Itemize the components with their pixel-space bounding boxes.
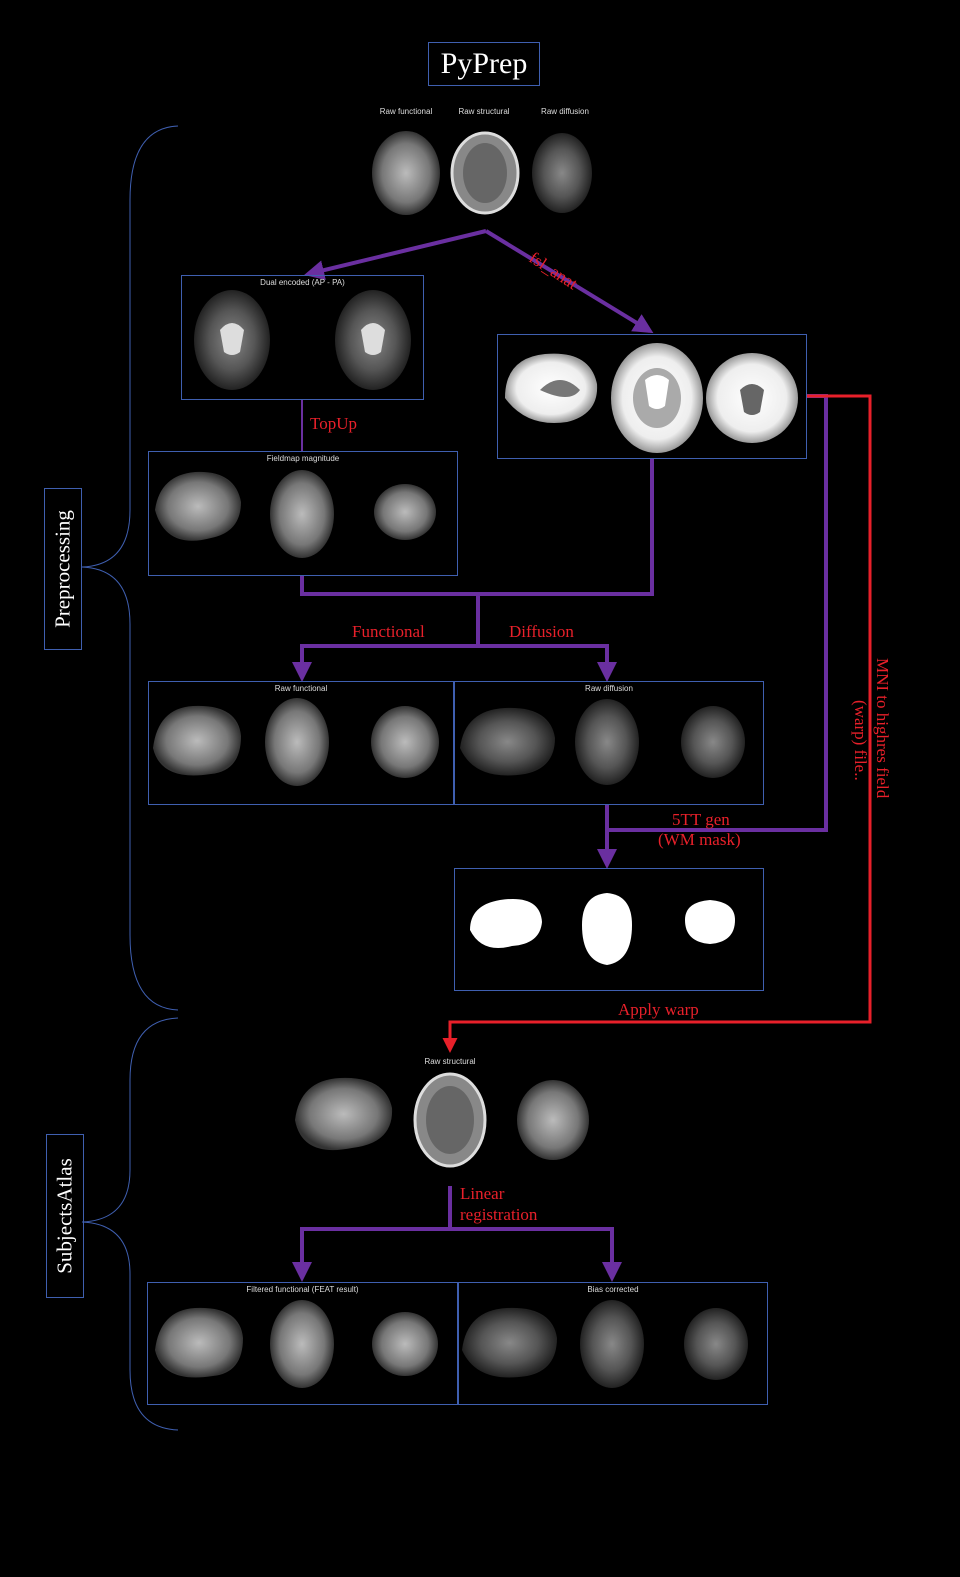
- preprocessing-brace: [81, 125, 179, 1011]
- edge-label-5tt-line1: 5TT gen: [672, 810, 730, 829]
- raw-structural-images: [295, 1072, 589, 1168]
- edge-label-diffusion: Diffusion: [509, 622, 574, 641]
- wm-mask-images: [470, 893, 735, 965]
- edge-label-mni-line2: (warp) file..: [851, 700, 870, 781]
- panel-raw-structural-caption: Raw structural: [424, 1057, 476, 1066]
- panel-raw-diffusion: Raw diffusion: [454, 681, 764, 805]
- panel-fslanat: [497, 334, 807, 459]
- edge-label-topup: TopUp: [310, 414, 357, 433]
- arrow-raw-to-dual: [304, 229, 487, 280]
- edge-label-linear-line1: Linear: [460, 1184, 505, 1203]
- panel-dual-encoded-caption: Dual encoded (AP - PA): [260, 278, 345, 287]
- dual-encoded-images: [194, 290, 411, 390]
- subjectsatlas-brace: [81, 1017, 179, 1431]
- panel-raw-diffusion-caption: Raw diffusion: [585, 684, 633, 693]
- edge-label-mni-line1: MNI to highres field: [873, 658, 892, 799]
- edge-label-functional: Functional: [352, 622, 425, 641]
- edge-label-apply-warp: Apply warp: [618, 1000, 699, 1019]
- arrow-to-filtered: [292, 1227, 450, 1282]
- panel-raw-functional-caption: Raw functional: [274, 684, 328, 693]
- arrow-to-functional: [292, 644, 478, 682]
- panel-bias-corrected-caption: Bias corrected: [587, 1285, 639, 1294]
- raw-diffusion-caption: Raw diffusion: [541, 107, 589, 116]
- fslanat-images: [505, 343, 798, 453]
- page-title: PyPrep: [428, 42, 540, 86]
- bias-corrected-images: [462, 1300, 748, 1388]
- section-preprocessing: Preprocessing: [44, 488, 82, 650]
- panel-raw-structural: Raw structural: [290, 1054, 610, 1169]
- arrow-to-bias: [450, 1227, 622, 1282]
- edge-fieldmap-join: [300, 576, 478, 596]
- panel-dual-encoded: Dual encoded (AP - PA): [181, 275, 424, 400]
- raw-diffusion-images: [460, 699, 745, 785]
- filtered-functional-images: [155, 1300, 438, 1388]
- edge-label-linear-line2: registration: [460, 1205, 538, 1224]
- arrow-to-diffusion: [478, 644, 617, 682]
- raw-functional-images: [153, 698, 439, 786]
- edge-fslanat-join: [478, 459, 654, 596]
- edge-label-5tt-line2: (WM mask): [658, 830, 741, 849]
- panel-filtered-functional-caption: Filtered functional (FEAT result): [246, 1285, 359, 1294]
- arrow-raw-to-fslanat: [484, 229, 654, 334]
- raw-structural-caption: Raw structural: [458, 107, 510, 116]
- section-subjectsatlas: SubjectsAtlas: [46, 1134, 84, 1298]
- arrow-warp: [442, 394, 872, 1053]
- panel-bias-corrected: Bias corrected: [458, 1282, 768, 1405]
- panel-fieldmap: Fieldmap magnitude: [148, 451, 458, 576]
- section-subjectsatlas-label: SubjectsAtlas: [52, 1158, 77, 1274]
- panel-wm-mask: [454, 868, 764, 991]
- panel-fieldmap-caption: Fieldmap magnitude: [266, 454, 340, 463]
- panel-filtered-functional: Filtered functional (FEAT result): [147, 1282, 458, 1405]
- panel-raw-functional: Raw functional: [148, 681, 454, 805]
- raw-inputs-images: [372, 131, 592, 215]
- fieldmap-images: [155, 470, 436, 558]
- section-preprocessing-label: Preprocessing: [50, 510, 75, 628]
- raw-functional-caption: Raw functional: [379, 107, 433, 116]
